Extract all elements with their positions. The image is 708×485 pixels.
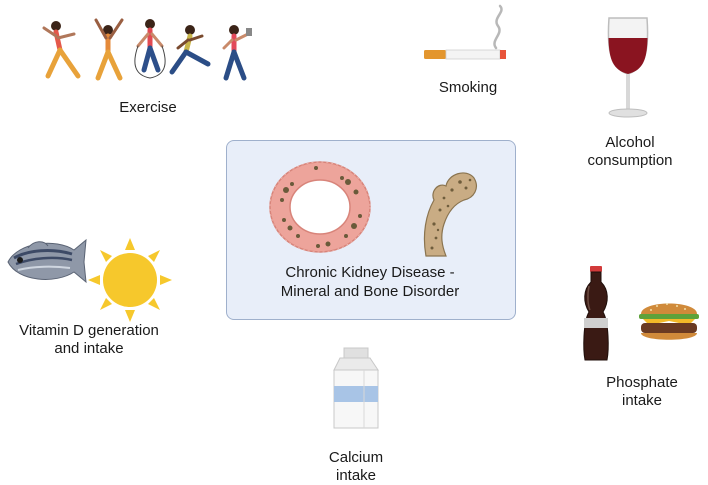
wine-glass-icon (607, 17, 649, 118)
smoking-label: Smoking (438, 79, 498, 96)
calcium-label-line1: Calcium (328, 449, 384, 466)
ckd-mbd-box (226, 140, 516, 320)
calcium-label-line2: intake (335, 467, 377, 484)
phosphate-label-line2: intake (621, 392, 663, 409)
milk-carton-icon (333, 347, 379, 429)
exercise-label: Exercise (119, 99, 177, 116)
exercise-people-icon (42, 18, 252, 81)
alcohol-label-line1: Alcohol (605, 134, 655, 151)
burger-icon (639, 303, 699, 340)
vitamin-d-label-line1: Vitamin D generation (19, 322, 159, 339)
fish-icon (7, 238, 87, 284)
femur-bone-icon (423, 172, 477, 257)
cigarette-icon (424, 4, 506, 60)
cola-bottle-icon (583, 266, 609, 361)
phosphate-label-line1: Phosphate (606, 374, 678, 391)
ckd-mbd-title-line1: Chronic Kidney Disease - (285, 264, 455, 281)
vitamin-d-label-line2: and intake (54, 340, 124, 357)
alcohol-label-line2: consumption (587, 152, 673, 169)
bone-cross-section-icon (269, 161, 371, 253)
ckd-mbd-title-line2: Mineral and Bone Disorder (280, 283, 460, 300)
sun-icon (88, 238, 172, 322)
